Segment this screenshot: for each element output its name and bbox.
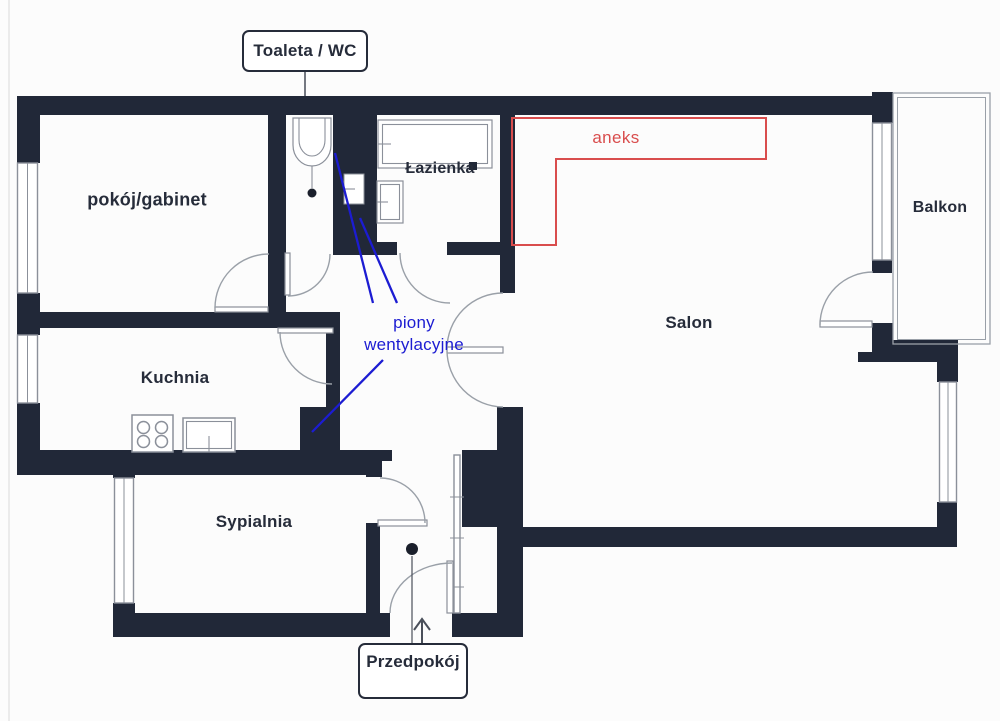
- bedroom-window: [113, 477, 135, 604]
- annotation-layer: [304, 72, 767, 648]
- annex-outline: [511, 117, 767, 246]
- living-room-side-window: [938, 381, 958, 503]
- vents-label-line1: piony: [393, 313, 435, 332]
- living-room-balcony-window: [871, 122, 893, 261]
- kitchen-window: [16, 334, 39, 404]
- room-label-office: pokój/gabinet: [87, 189, 207, 210]
- room-label-living-room: Salon: [665, 313, 713, 332]
- room-label-kitchen: Kuchnia: [140, 368, 210, 387]
- kitchen-door: [277, 327, 334, 385]
- vent-pointer-lines: [311, 152, 399, 433]
- room-label-bedroom: Sypialnia: [215, 512, 293, 531]
- bathroom-door: [399, 252, 451, 304]
- fixtures-layer: [131, 117, 493, 453]
- hallway-leader: [406, 543, 431, 648]
- room-label-bathroom: Łazienka: [405, 160, 475, 177]
- page-edge-line: [8, 0, 10, 721]
- entry-door: [389, 560, 454, 614]
- toilet-callout: Toaleta / WC: [242, 30, 368, 72]
- vents-label: piony wentylacyjne: [364, 312, 464, 356]
- living-room-double-door: [446, 292, 504, 408]
- hallway-callout-label: Przedpokój: [366, 652, 460, 671]
- office-door: [214, 253, 270, 313]
- vents-label-line2: wentylacyjne: [364, 335, 464, 354]
- toilet-fixture: [292, 117, 332, 198]
- annex-label: aneks: [592, 128, 640, 147]
- bathtub-fixture: [377, 119, 493, 170]
- wc-door: [284, 252, 331, 297]
- doors-layer: [214, 252, 874, 614]
- walls-layer: [17, 92, 958, 637]
- kitchen-sink-fixture: [182, 417, 236, 453]
- office-window: [16, 162, 39, 294]
- windows-layer: [16, 122, 958, 614]
- stove-fixture: [131, 414, 174, 453]
- hallway-dot: [406, 543, 418, 555]
- room-label-balcony: Balkon: [912, 199, 968, 216]
- bedroom-door: [377, 477, 428, 527]
- toilet-callout-label: Toaleta / WC: [253, 41, 357, 60]
- hallway-callout: Przedpokój: [358, 643, 468, 699]
- balcony-door: [819, 271, 874, 328]
- balcony-outline: [892, 92, 991, 345]
- toilet-dot: [307, 188, 317, 198]
- bathroom-sink-fixture: [376, 180, 404, 224]
